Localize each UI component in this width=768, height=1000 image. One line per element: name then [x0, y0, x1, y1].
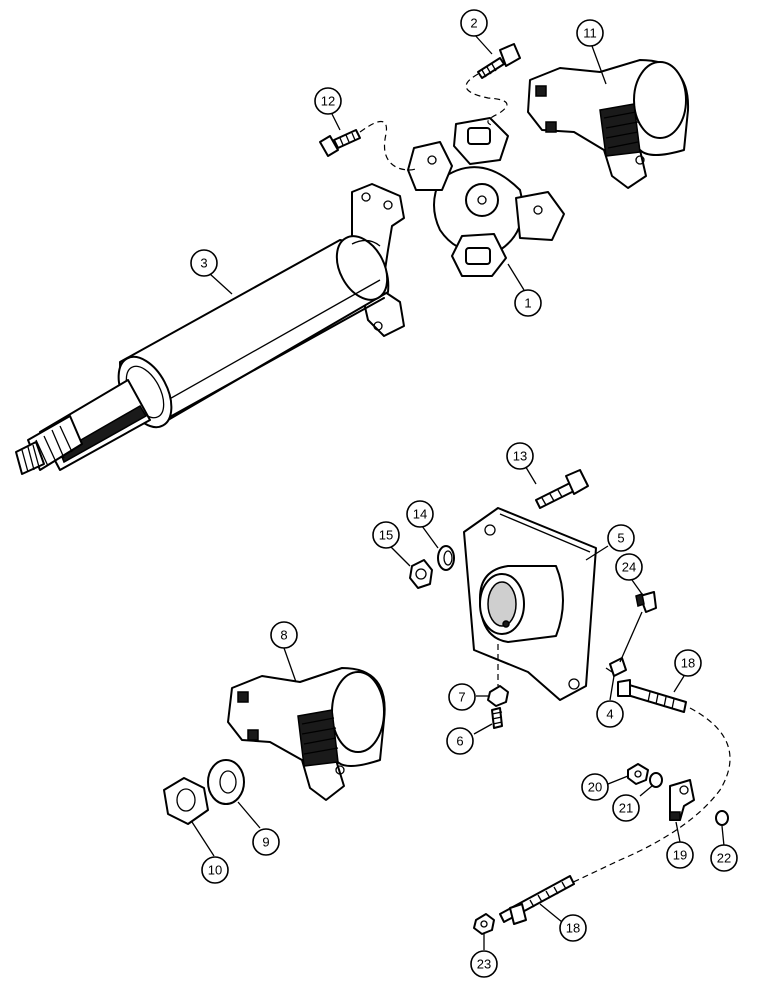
callout-label: 14: [413, 507, 427, 522]
callout-22: 22: [710, 844, 738, 872]
callout-label: 9: [262, 835, 269, 850]
callout-label: 12: [321, 94, 335, 109]
callout-8: 8: [270, 621, 298, 649]
nut-20: [627, 763, 649, 785]
stud-18-upper: [617, 679, 687, 713]
lock-washer-14: [437, 545, 455, 571]
nut-23: [473, 913, 495, 935]
callout-20: 20: [581, 773, 609, 801]
callout-13: 13: [506, 442, 534, 470]
washer-9: [207, 759, 245, 805]
callout-label: 22: [717, 851, 731, 866]
callout-2: 2: [460, 9, 488, 37]
yoke-lower: [227, 667, 386, 801]
bracket-19: [669, 779, 695, 821]
callout-label: 1: [524, 296, 531, 311]
callout-label: 8: [280, 628, 287, 643]
yoke-upper: [527, 59, 690, 189]
callout-11: 11: [576, 19, 604, 47]
washer-21: [649, 772, 663, 788]
callout-12: 12: [314, 87, 342, 115]
callout-label: 7: [458, 690, 465, 705]
nut-15: [409, 559, 433, 589]
callout-23: 23: [470, 950, 498, 978]
callout-7: 7: [448, 683, 476, 711]
callout-label: 6: [456, 734, 463, 749]
bearing-housing: [463, 507, 597, 701]
set-screw-6: [491, 707, 503, 729]
callout-1: 1: [514, 289, 542, 317]
callout-label: 18: [681, 656, 695, 671]
drive-shaft: [15, 183, 405, 475]
bolt-13: [535, 469, 589, 509]
callout-14: 14: [406, 500, 434, 528]
callout-3: 3: [190, 249, 218, 277]
grease-fitting-4: [605, 657, 627, 677]
callout-15: 15: [372, 521, 400, 549]
nut-7: [487, 685, 509, 707]
callout-24: 24: [615, 553, 643, 581]
callout-label: 13: [513, 449, 527, 464]
callout-label: 11: [583, 26, 597, 41]
universal-joint-cross: [407, 117, 565, 277]
callout-21: 21: [612, 794, 640, 822]
callout-4: 4: [596, 700, 624, 728]
washer-22: [715, 810, 729, 826]
callout-5: 5: [607, 524, 635, 552]
callout-label: 19: [673, 848, 687, 863]
bolt-2: [465, 43, 521, 127]
callout-label: 18: [566, 921, 580, 936]
callout-label: 20: [588, 780, 602, 795]
fitting-24: [619, 591, 657, 663]
callout-18-lower: 18: [559, 914, 587, 942]
callout-label: 2: [470, 16, 477, 31]
nut-10: [163, 777, 209, 825]
callout-label: 24: [622, 560, 636, 575]
callout-18-upper: 18: [674, 649, 702, 677]
callout-label: 5: [617, 531, 624, 546]
callout-label: 3: [200, 256, 207, 271]
callout-label: 10: [208, 863, 222, 878]
callout-9: 9: [252, 828, 280, 856]
callout-label: 21: [619, 801, 633, 816]
bolt-12: [319, 120, 419, 171]
callout-label: 15: [379, 528, 393, 543]
callout-label: 23: [477, 957, 491, 972]
callout-10: 10: [201, 856, 229, 884]
callout-label: 4: [606, 707, 613, 722]
callout-6: 6: [446, 727, 474, 755]
stud-18-lower: [499, 875, 575, 925]
callout-19: 19: [666, 841, 694, 869]
